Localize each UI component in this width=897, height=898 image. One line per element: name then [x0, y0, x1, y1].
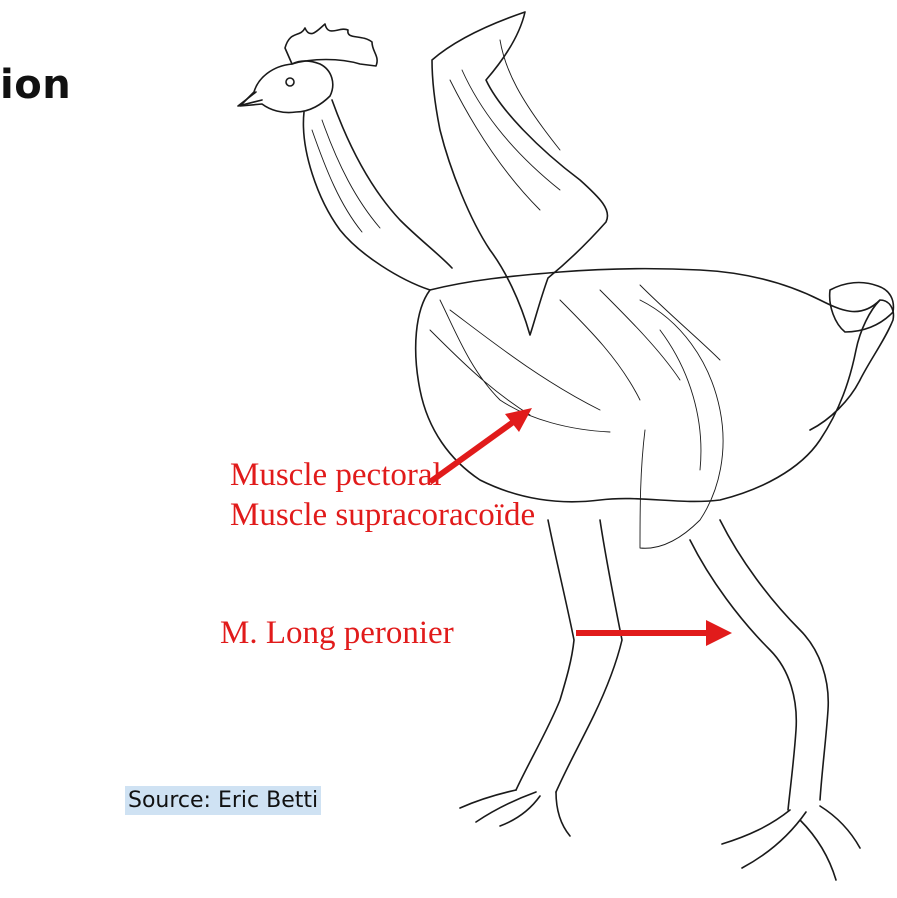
chicken-left-leg [516, 520, 622, 792]
source-caption: Source: Eric Betti [125, 786, 321, 815]
chicken-neck [303, 100, 452, 290]
label-pectoral: Muscle pectoral [230, 456, 442, 494]
chicken-right-leg [690, 520, 828, 810]
label-long-peronier: M. Long peronier [220, 614, 454, 652]
chicken-right-foot [722, 806, 860, 880]
pectoral-arrow [430, 408, 532, 482]
label-supracoracoide: Muscle supracoracoïde [230, 496, 535, 534]
chicken-head [240, 61, 333, 113]
chicken-left-foot [460, 790, 570, 836]
chicken-eye [286, 78, 294, 86]
chicken-comb [285, 24, 377, 66]
chicken-tail [830, 283, 894, 332]
peronier-arrow [576, 620, 732, 646]
chicken-thigh [640, 300, 723, 548]
chicken-wing [432, 12, 608, 335]
